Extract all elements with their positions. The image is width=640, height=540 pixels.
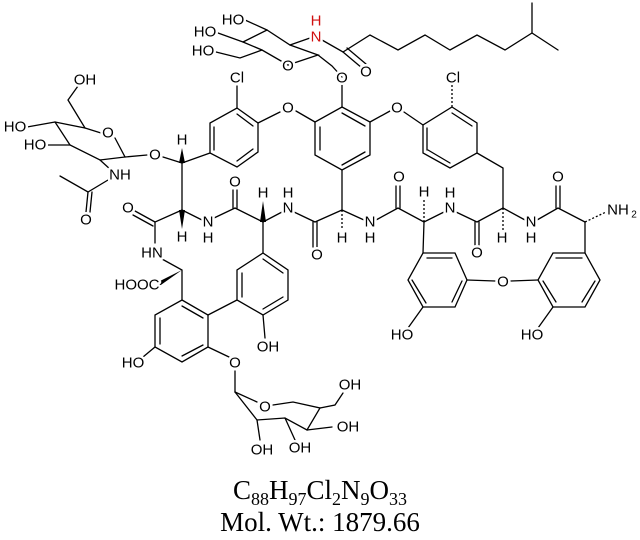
atom-label: OH	[74, 72, 97, 89]
formula-count: 2	[332, 489, 342, 509]
atom-label: N	[445, 200, 456, 217]
formula-element: O	[369, 475, 390, 505]
atom-label: O	[552, 169, 564, 186]
atom-label: HO	[222, 12, 245, 29]
molecular-formula: C88H97Cl2N9O33	[0, 476, 640, 513]
atom-label: H	[497, 230, 508, 247]
formula-element: N	[341, 475, 361, 505]
atom-label: O	[336, 70, 348, 87]
atom-label: O	[229, 174, 241, 191]
atom-label: O	[497, 274, 509, 291]
atom-label: O	[471, 245, 483, 262]
atom-label: O	[122, 200, 134, 217]
atom-label: HO	[391, 327, 414, 344]
atom-label: O	[80, 212, 92, 229]
atom-label: H	[526, 230, 537, 247]
atom-label: HN	[141, 245, 163, 262]
atom-label: HO	[192, 43, 215, 60]
atom-label: HO	[194, 24, 217, 41]
atom-label: HO	[122, 355, 145, 372]
atom-labels: HO HO HO H N O O O Cl O Cl O OH HO O HO …	[1, 9, 639, 461]
atom-label: H	[177, 229, 188, 246]
atom-label: HO	[24, 137, 47, 154]
atom-label: O	[311, 247, 323, 264]
atom-label: HO	[4, 119, 27, 136]
atom-label: O	[393, 169, 405, 186]
atom-label: H	[203, 230, 214, 247]
atom-label: OH	[257, 339, 280, 356]
atom-label: H	[258, 185, 269, 202]
amine-subscript: 2	[631, 210, 637, 221]
atom-label: O	[102, 125, 114, 142]
atom-label: O	[259, 399, 271, 416]
atom-label: H	[177, 132, 188, 149]
formula-count: 33	[389, 489, 408, 509]
formula-element: C	[232, 475, 251, 505]
atom-label: N	[365, 214, 376, 231]
atom-label: O	[282, 100, 294, 117]
atom-label: H	[283, 185, 294, 202]
molecular-weight: Mol. Wt.: 1879.66	[220, 507, 420, 537]
atom-label: H	[365, 230, 376, 247]
chlorine-label: Cl	[446, 70, 460, 87]
formula-count: 97	[288, 489, 307, 509]
atom-label: O	[282, 58, 294, 75]
atom-label: HO	[521, 327, 544, 344]
atom-label: OH	[337, 419, 360, 436]
molecule-skeleton: HO HO HO H N O O O Cl O Cl O OH HO O HO …	[1, 2, 639, 461]
formula-element: Cl	[306, 475, 333, 505]
atom-label: N	[203, 214, 214, 231]
atom-label: N	[283, 200, 294, 217]
atom-label: O	[360, 64, 372, 81]
formula-element: H	[269, 475, 289, 505]
bonds	[26, 2, 607, 441]
amide-nh-h-label: H	[311, 13, 322, 30]
amine-label: NH	[607, 202, 629, 219]
carboxyl-label: HOOC	[115, 277, 160, 294]
atom-label: H	[337, 230, 348, 247]
atom-label: OH	[289, 440, 312, 457]
atom-label: N	[526, 214, 537, 231]
atom-label: O	[229, 355, 241, 372]
atom-label: OH	[339, 377, 362, 394]
atom-label: O	[149, 147, 161, 164]
atom-label: OH	[251, 442, 274, 459]
atom-label: NH	[109, 167, 131, 184]
chlorine-label: Cl	[230, 70, 244, 87]
amide-nh-n-label: N	[311, 29, 322, 46]
formula-count: 88	[251, 489, 269, 509]
atom-label: O	[391, 100, 403, 117]
atom-label: H	[419, 184, 430, 201]
formula-count: 9	[360, 489, 370, 509]
atom-label: H	[445, 185, 456, 202]
